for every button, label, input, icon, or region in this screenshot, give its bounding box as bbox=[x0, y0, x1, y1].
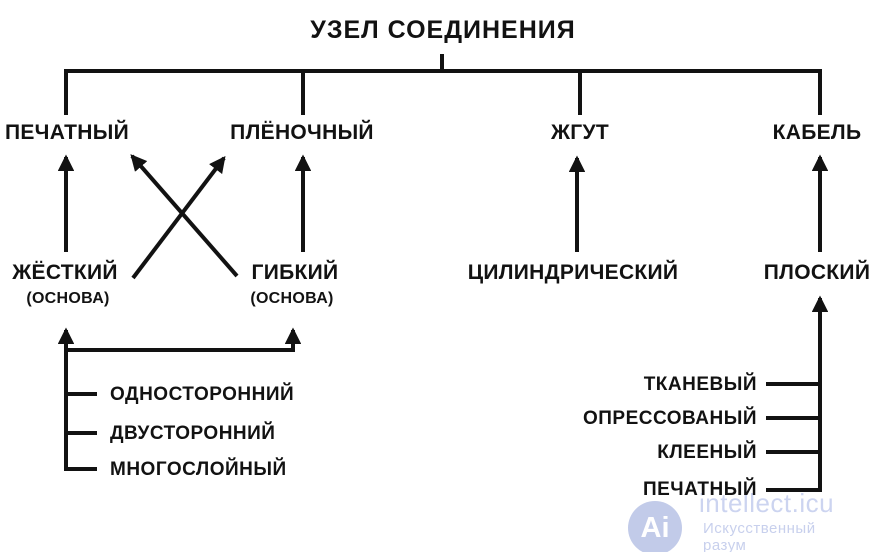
watermark-brand: intellect.icu bbox=[699, 488, 835, 518]
node-plosky: ПЛОСКИЙ bbox=[763, 261, 870, 284]
node-gibky-sub: (ОСНОВА) bbox=[250, 290, 334, 307]
node-plenochny: ПЛЁНОЧНЫЙ bbox=[230, 121, 374, 144]
watermark-logo-icon: Ai bbox=[628, 501, 682, 552]
node-kabel: КАБЕЛЬ bbox=[772, 121, 862, 144]
node-pechatny: ПЕЧАТНЫЙ bbox=[4, 121, 130, 144]
list-item-odnostoronny: ОДНОСТОРОННИЙ bbox=[110, 384, 295, 405]
list-item-mnogosloyny: МНОГОСЛОЙНЫЙ bbox=[110, 459, 287, 480]
node-zhestky: ЖЁСТКИЙ bbox=[12, 261, 118, 284]
base-to-branch-arrows bbox=[57, 154, 312, 280]
node-gibky: ГИБКИЙ bbox=[251, 261, 339, 284]
list-item-kleeny: КЛЕЕНЫЙ bbox=[657, 442, 757, 463]
list-item-tkanevy: ТКАНЕВЫЙ bbox=[643, 374, 757, 395]
root-connector bbox=[64, 54, 822, 115]
child-arrows bbox=[568, 154, 829, 252]
node-zhgut: ЖГУТ bbox=[551, 121, 609, 144]
list-item-dvustoronny: ДВУСТОРОННИЙ bbox=[110, 423, 276, 444]
node-cilindrichesky: ЦИЛИНДРИЧЕСКИЙ bbox=[467, 261, 679, 284]
watermark-tagline: Искусственный разум bbox=[703, 520, 816, 552]
page-title: УЗЕЛ СОЕДИНЕНИЯ bbox=[310, 16, 576, 44]
list-item-opressovany: ОПРЕССОВАНЫЙ bbox=[582, 408, 757, 429]
flat-cable-bus bbox=[766, 295, 829, 492]
list-item-pechatny-cable: ПЕЧАТНЫЙ bbox=[642, 479, 757, 500]
node-zhestky-sub: (ОСНОВА) bbox=[26, 290, 110, 307]
